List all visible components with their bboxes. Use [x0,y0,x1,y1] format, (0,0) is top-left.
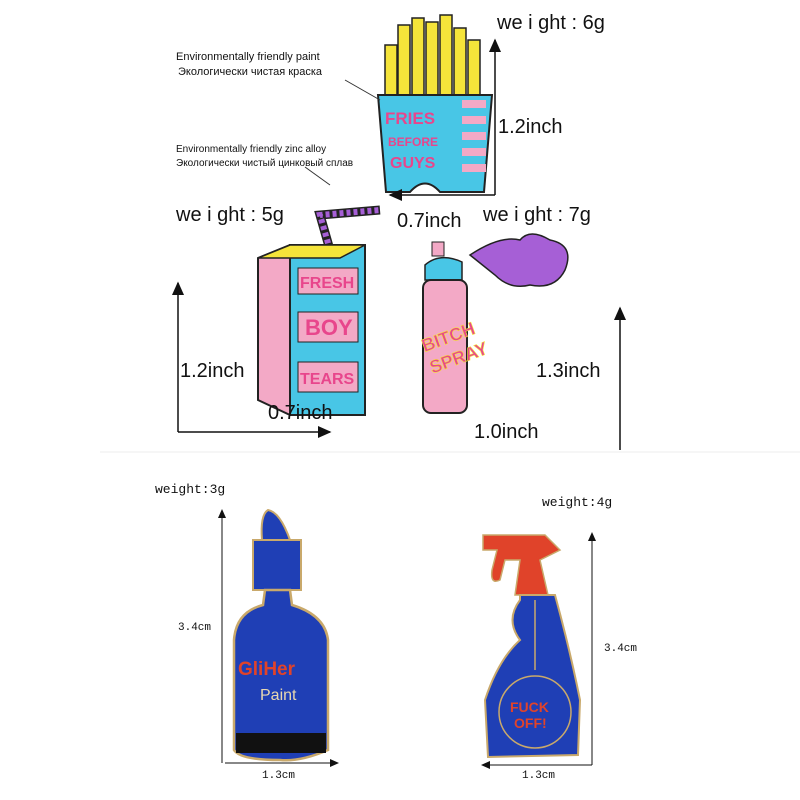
spray-bottle-height: 3.4cm [604,643,638,655]
glitter-height: 3.4cm [178,622,212,634]
fries-width: 0.7inch [397,210,462,232]
fries-height: 1.2inch [498,116,563,138]
spray-can-height: 1.3inch [536,360,601,382]
glitter-text-1: GliHer [238,659,296,680]
spray-bottle-width: 1.3cm [522,770,556,782]
paint-note-en: Environmentally friendly paint [176,51,320,63]
spray-can-pin: BITCH SPRAY [419,233,569,414]
fries-pin: FRIES BEFORE GUYS [376,14,494,193]
juice-height: 1.2inch [180,360,245,382]
juice-text-1: FRESH [300,275,354,292]
alloy-note-en: Environmentally friendly zinc alloy [176,144,327,155]
juice-weight: we i ght : 5g [176,204,284,226]
alloy-pointer [304,166,331,186]
juice-width: 0.7inch [268,402,333,424]
fries-weight: we i ght : 6g [497,12,605,34]
spray-bottle-pin: FUCK OFF! [482,534,582,759]
spray-bottle-text-1: FUCK [510,699,549,715]
glitter-weight: weight:3g [155,482,226,497]
juice-box-pin: FRESH BOY TEARS [257,205,381,416]
alloy-note-ru: Экологически чистый цинковый сплав [176,158,354,169]
glitter-width: 1.3cm [262,770,296,782]
spray-bottle-text-2: OFF! [514,715,547,731]
paint-note-ru: Экологически чистая краска [178,66,323,78]
spray-can-width: 1.0inch [474,421,539,443]
spray-can-weight: we i ght : 7g [483,204,591,226]
juice-text-2: BOY [305,315,353,340]
spray-bottle-weight: weight:4g [542,495,613,510]
glitter-text-2: Paint [260,687,297,704]
fries-text-2: BEFORE [388,135,438,149]
juice-text-3: TEARS [300,371,355,388]
fries-text-1: FRIES [385,109,435,128]
glitter-paint-pin: GliHer Paint [232,508,330,762]
fries-text-3: GUYS [390,155,436,172]
paint-pointer [344,79,381,101]
